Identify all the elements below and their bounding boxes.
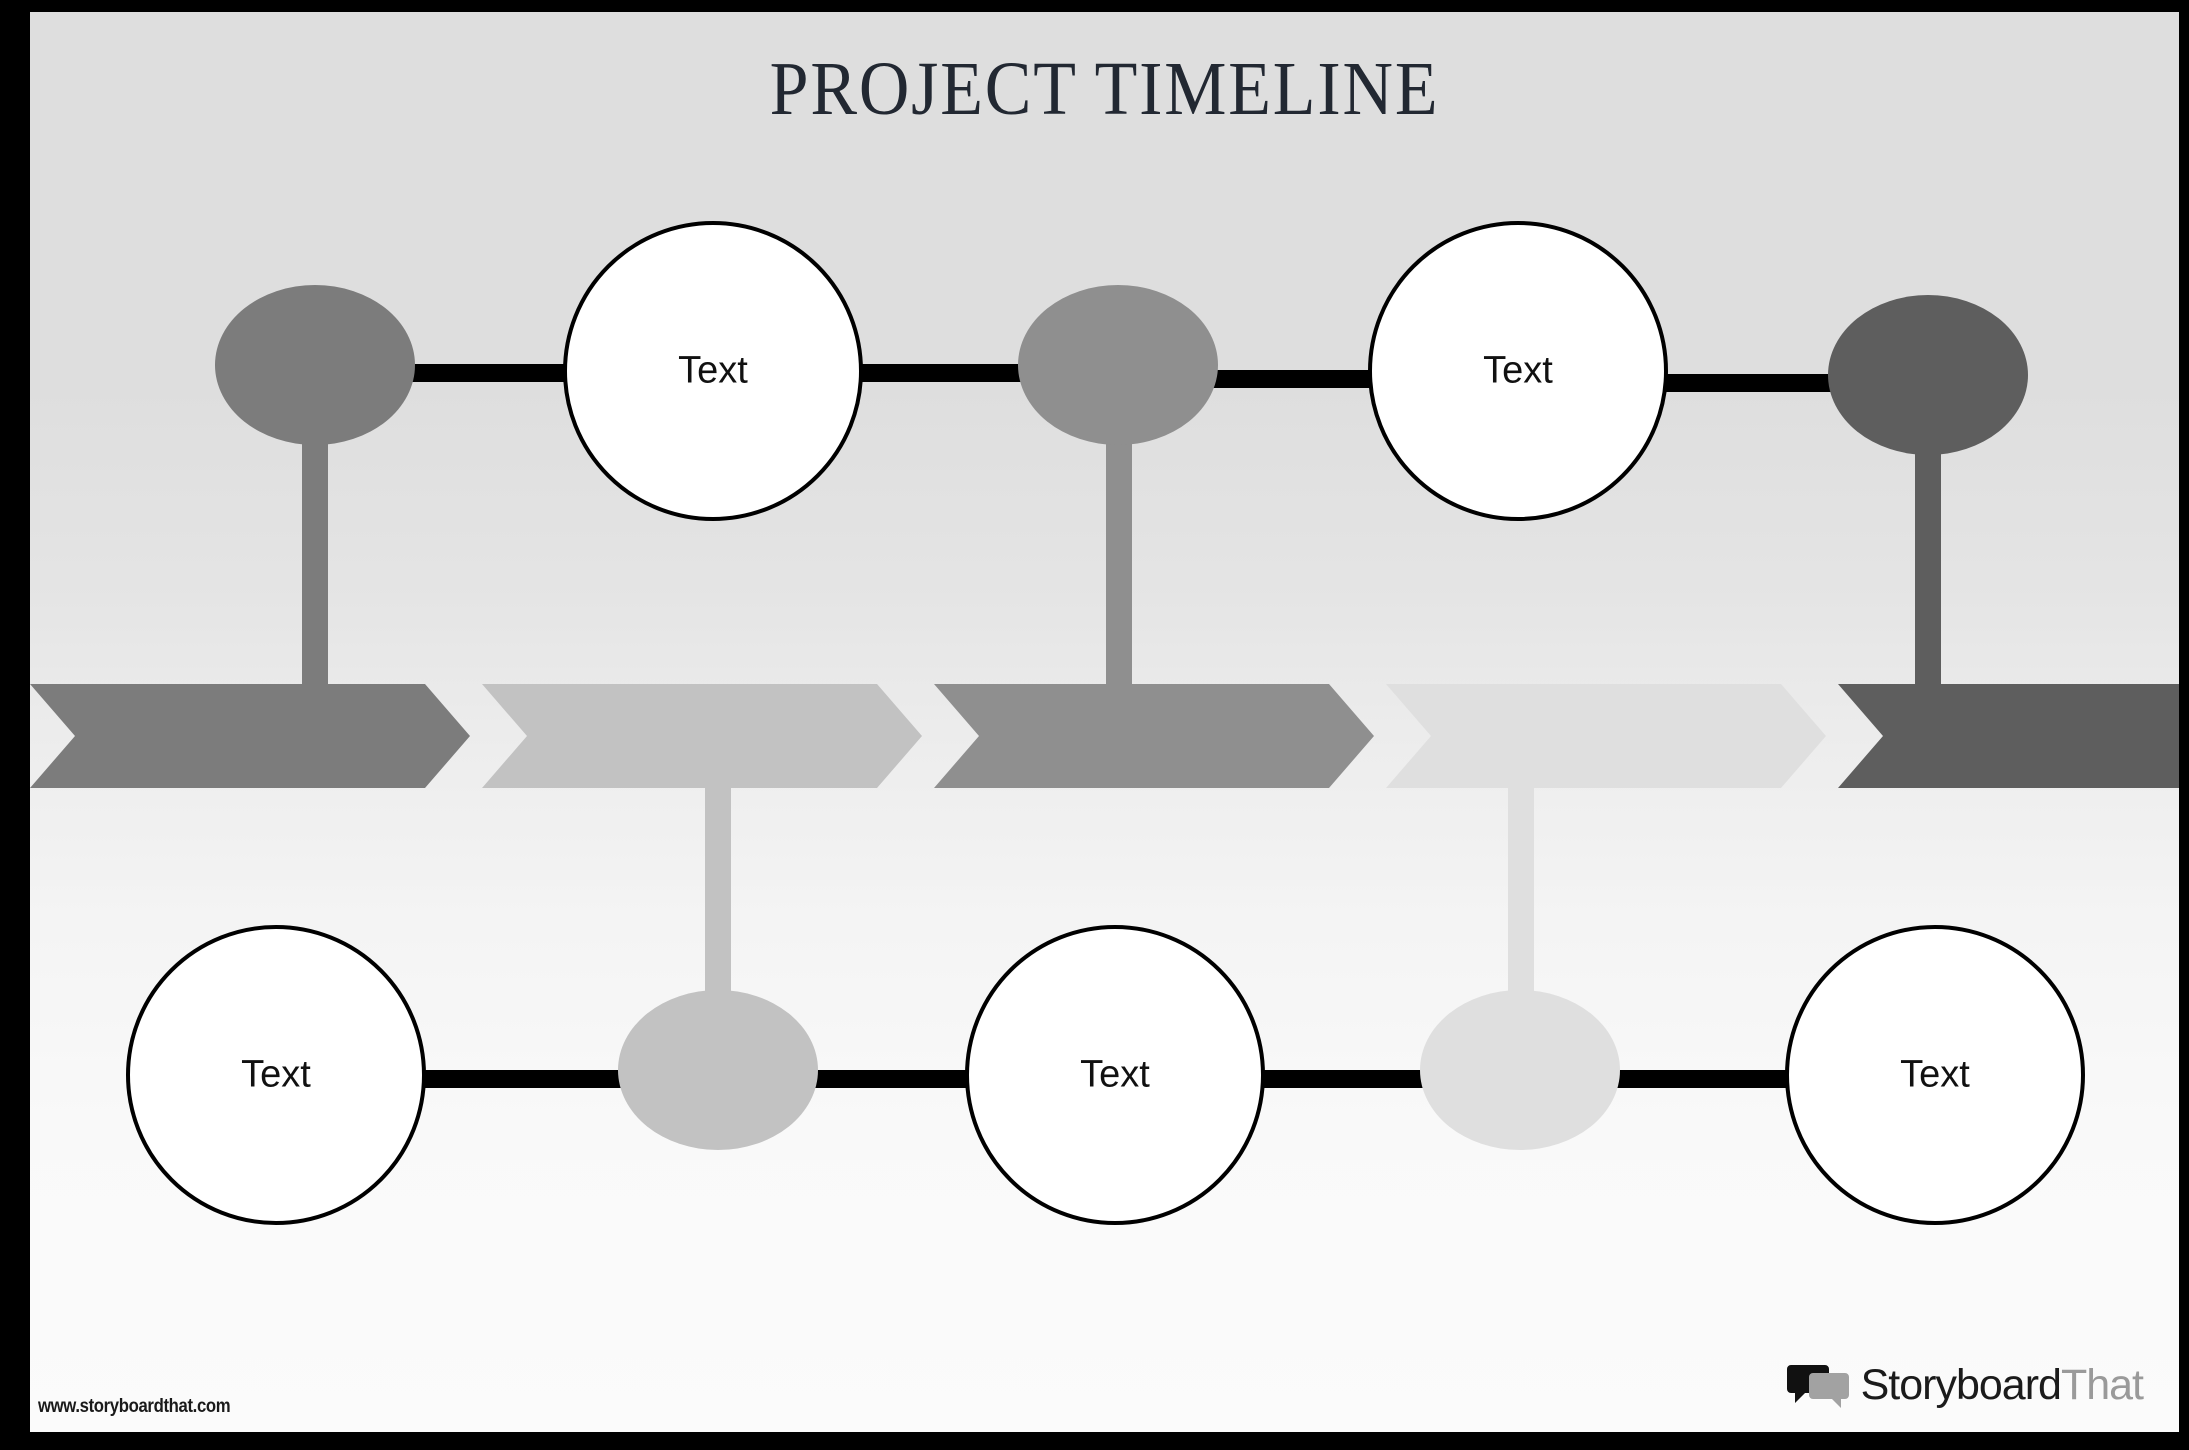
timeline-segment-1[interactable]: [30, 684, 470, 788]
timeline-segment-4[interactable]: [1386, 684, 1826, 788]
milestone-card-1-label: Text: [678, 349, 748, 392]
milestone-card-3[interactable]: Text: [126, 925, 426, 1225]
milestone-marker-5[interactable]: [1420, 990, 1620, 1150]
connector-bottom-4: [1590, 1070, 1830, 1088]
logo-wordmark: StoryboardThat: [1860, 1361, 2144, 1410]
timeline-segment-5[interactable]: [1838, 684, 2179, 788]
milestone-card-5-label: Text: [1900, 1053, 1970, 1096]
milestone-card-3-label: Text: [241, 1053, 311, 1096]
milestone-card-4[interactable]: Text: [965, 925, 1265, 1225]
milestone-card-5[interactable]: Text: [1785, 925, 2085, 1225]
page-title: PROJECT TIMELINE: [769, 47, 1440, 131]
timeline-segment-2[interactable]: [482, 684, 922, 788]
milestone-card-1[interactable]: Text: [563, 221, 863, 521]
milestone-marker-2[interactable]: [1018, 285, 1218, 445]
milestone-marker-1[interactable]: [215, 285, 415, 445]
timeline-band: [30, 684, 2179, 788]
timeline-segment-3[interactable]: [934, 684, 1374, 788]
milestone-card-4-label: Text: [1080, 1053, 1150, 1096]
logo-word-secondary: That: [2060, 1361, 2144, 1409]
storyboardthat-logo[interactable]: StoryboardThat: [1786, 1361, 2144, 1410]
milestone-marker-3[interactable]: [1828, 295, 2028, 455]
logo-word-primary: Storyboard: [1860, 1361, 2062, 1409]
site-url[interactable]: www.storyboardthat.com: [38, 1396, 231, 1417]
speech-bubbles-icon: [1786, 1364, 1849, 1408]
milestone-card-2[interactable]: Text: [1368, 221, 1668, 521]
milestone-marker-4[interactable]: [618, 990, 818, 1150]
connector-bottom-2: [790, 1070, 1020, 1088]
milestone-card-2-label: Text: [1483, 349, 1553, 392]
timeline-artboard: PROJECT TIMELINE Text: [30, 12, 2179, 1432]
